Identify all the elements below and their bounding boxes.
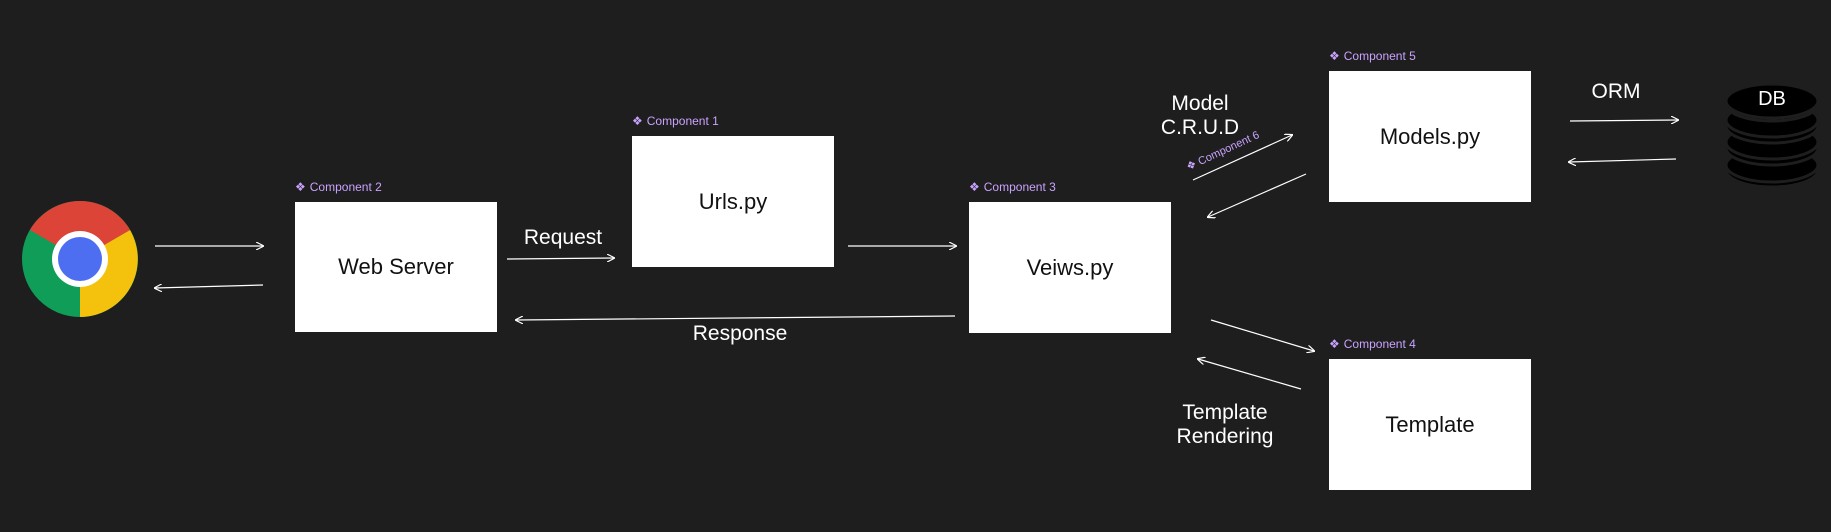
urls-box[interactable]: Urls.py bbox=[632, 136, 834, 267]
arrow-views-to-models bbox=[1192, 135, 1292, 181]
orm-label: ORM bbox=[1591, 80, 1641, 103]
template-rendering-line2: Rendering bbox=[1176, 425, 1274, 448]
request-label: Request bbox=[523, 226, 603, 249]
views-label: Veiws.py bbox=[1026, 254, 1114, 280]
component-3-tag-text: Component 3 bbox=[983, 180, 1056, 194]
model-crud-line2: C.R.U.D bbox=[1160, 116, 1240, 139]
arrow-models-to-db bbox=[1569, 120, 1678, 121]
component-4-tag: ❖ Component 4 bbox=[1329, 337, 1416, 351]
arrow-response bbox=[516, 315, 956, 320]
template-rendering-line1: Template bbox=[1182, 401, 1268, 424]
chrome-browser-icon[interactable] bbox=[22, 201, 138, 317]
component-diamond-icon: ❖ bbox=[632, 114, 643, 128]
web-server-label: Web Server bbox=[338, 254, 454, 279]
component-1-tag: ❖ Component 1 bbox=[632, 114, 719, 128]
template-box[interactable]: Template bbox=[1329, 359, 1531, 490]
component-5-tag-text: Component 5 bbox=[1343, 49, 1416, 63]
arrow-request bbox=[506, 258, 614, 259]
component-2-tag: ❖ Component 2 bbox=[295, 180, 382, 194]
component-5-tag: ❖ Component 5 bbox=[1329, 49, 1416, 63]
model-crud-line1: Model bbox=[1171, 92, 1229, 115]
models-label: Models.py bbox=[1379, 123, 1481, 149]
template-rendering-label: Template Rendering bbox=[1165, 401, 1285, 449]
component-diamond-icon: ❖ bbox=[969, 180, 980, 194]
arrow-models-to-views bbox=[1208, 173, 1307, 217]
component-1-tag-text: Component 1 bbox=[646, 114, 719, 128]
model-crud-label: Model C.R.U.D bbox=[1150, 92, 1250, 140]
arrow-webserver-to-browser bbox=[155, 285, 264, 288]
component-2-tag-text: Component 2 bbox=[309, 180, 382, 194]
web-server-box[interactable]: Web Server bbox=[295, 202, 497, 332]
component-3-tag: ❖ Component 3 bbox=[969, 180, 1056, 194]
arrow-template-to-views bbox=[1198, 359, 1302, 390]
urls-label: Urls.py bbox=[698, 188, 768, 214]
views-box[interactable]: Veiws.py bbox=[969, 202, 1171, 333]
database-label: DB bbox=[1758, 88, 1786, 110]
component-diamond-icon: ❖ bbox=[1329, 337, 1340, 351]
response-label: Response bbox=[692, 322, 788, 345]
component-4-tag-text: Component 4 bbox=[1343, 337, 1416, 351]
arrow-db-to-models bbox=[1569, 159, 1677, 162]
component-diamond-icon: ❖ bbox=[1329, 49, 1340, 63]
component-diamond-icon: ❖ bbox=[295, 180, 306, 194]
arrow-views-to-template bbox=[1210, 319, 1314, 351]
database-cylinder-icon[interactable] bbox=[1724, 82, 1820, 189]
models-box[interactable]: Models.py bbox=[1329, 71, 1531, 202]
template-label: Template bbox=[1385, 411, 1475, 437]
